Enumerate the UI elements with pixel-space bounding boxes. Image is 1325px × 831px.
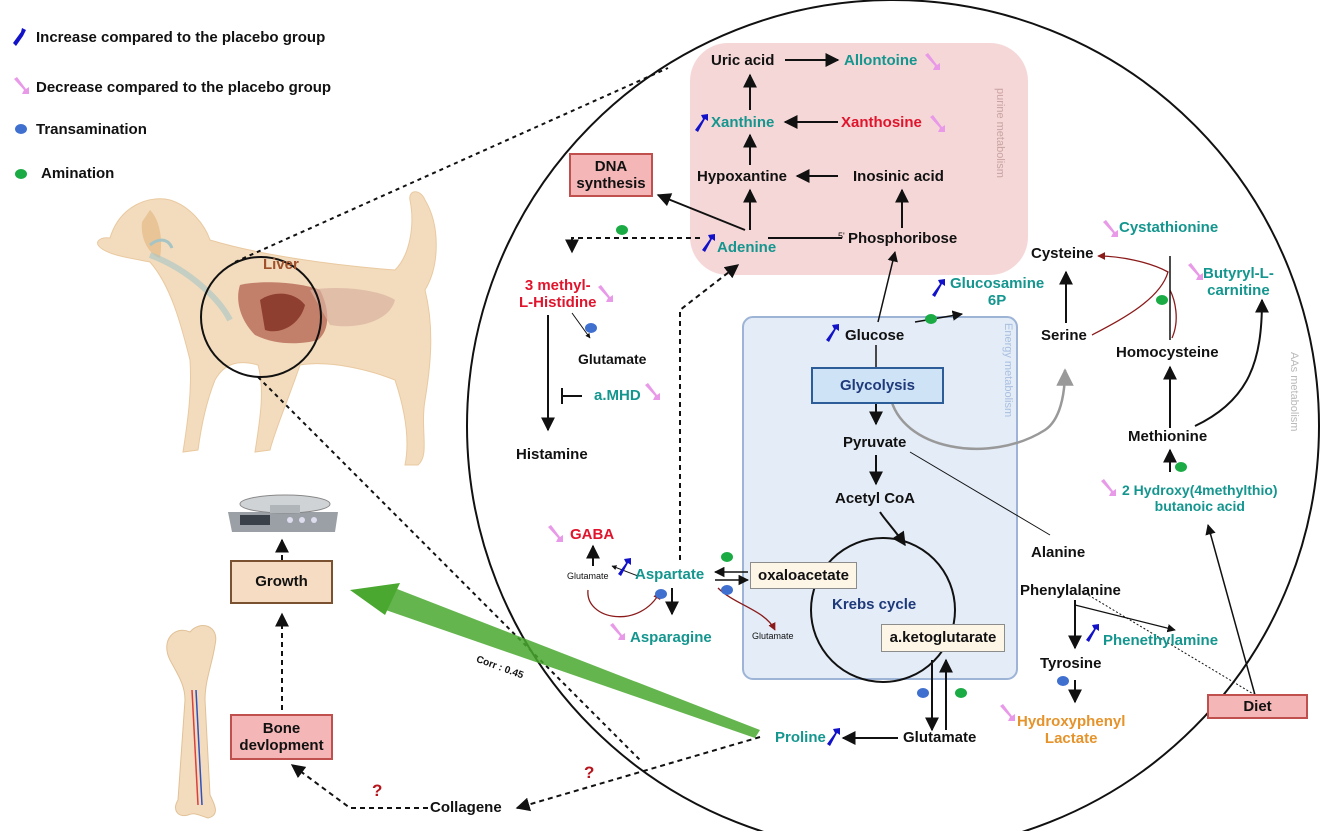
inosinic-acid: Inosinic acid — [853, 168, 944, 185]
proline: Proline — [775, 729, 826, 746]
five-prime: 5' — [838, 231, 845, 241]
phenylalanine: Phenylalanine — [1020, 582, 1121, 599]
asparagine: Asparagine — [630, 629, 712, 646]
aspartate: Aspartate — [635, 566, 705, 583]
bone-development-box: Bone devlopment — [230, 714, 333, 760]
oxaloacetate-box: oxaloacetate — [750, 562, 857, 589]
question-mark-1: ? — [372, 781, 383, 800]
question-mark-2: ? — [584, 763, 595, 782]
hypoxantine: Hypoxantine — [697, 168, 788, 185]
2-hydroxy-4-methylthio-butanoic-acid: 2 Hydroxy(4methylthio) butanoic acid — [1122, 482, 1278, 515]
glutamate-histidine: Glutamate — [578, 351, 647, 367]
pyruvate: Pyruvate — [843, 434, 907, 451]
purine-region-label: purine metabolism — [994, 88, 1006, 178]
liver-detail-circle — [466, 0, 1320, 831]
acetyl-coa: Acetyl CoA — [835, 490, 916, 507]
krebs-cycle-circle — [810, 537, 956, 683]
glycolysis-box: Glycolysis — [811, 367, 944, 404]
scale-illustration — [228, 494, 338, 532]
butyryl-l-carnitine: Butyryl-L- carnitine — [1203, 265, 1274, 300]
methionine: Methionine — [1128, 428, 1208, 445]
cysteine: Cysteine — [1031, 245, 1094, 262]
histamine: Histamine — [516, 446, 588, 463]
growth-box: Growth — [230, 560, 333, 604]
phosphoribose: Phosphoribose — [848, 230, 958, 247]
dog-illustration — [97, 191, 437, 466]
diet-box: Diet — [1207, 694, 1308, 719]
liver-label: Liver — [263, 256, 299, 273]
gaba: GABA — [570, 526, 615, 543]
tyrosine: Tyrosine — [1040, 655, 1102, 672]
collagene: Collagene — [430, 799, 502, 816]
a-ketoglutarate-box: a.ketoglutarate — [881, 624, 1005, 652]
cystathionine: Cystathionine — [1119, 219, 1219, 236]
uric-acid: Uric acid — [711, 52, 775, 69]
serine: Serine — [1041, 327, 1087, 344]
phenethylamine: Phenethylamine — [1103, 632, 1219, 649]
dna-synthesis-box: DNA synthesis — [569, 153, 653, 197]
legend-increase: Increase compared to the placebo group — [36, 29, 326, 46]
allontoine: Allontoine — [844, 52, 918, 69]
legend-amination: Amination — [41, 165, 115, 182]
liver-zoom-circle — [200, 256, 322, 378]
bone-illustration — [166, 625, 217, 819]
alanine: Alanine — [1031, 544, 1086, 561]
legend-decrease: Decrease compared to the placebo group — [36, 79, 332, 96]
aas-region-label: AAs metabolism — [1288, 352, 1300, 432]
glutamate: Glutamate — [903, 729, 977, 746]
energy-region-label: Energy metabolism — [1002, 323, 1014, 418]
xanthine: Xanthine — [711, 114, 775, 131]
adenine: Adenine — [717, 239, 777, 256]
glucose: Glucose — [845, 327, 905, 344]
legend-transamination: Transamination — [36, 121, 147, 138]
3-methyl-l-histidine: 3 methyl- L-Histidine — [519, 277, 597, 312]
krebs-cycle-label: Krebs cycle — [832, 596, 917, 613]
glutamate-gaba-small: Glutamate — [567, 571, 609, 581]
purine-region — [690, 43, 1028, 275]
xanthosine: Xanthosine — [841, 114, 922, 131]
a-mhd: a.MHD — [594, 387, 641, 404]
glucosamine-6p: Glucosamine 6P — [950, 275, 1045, 309]
glutamate-krebs-small: Glutamate — [752, 631, 794, 641]
hydroxyphenyl-lactate: Hydroxyphenyl Lactate — [1017, 713, 1126, 748]
homocysteine: Homocysteine — [1116, 344, 1219, 361]
